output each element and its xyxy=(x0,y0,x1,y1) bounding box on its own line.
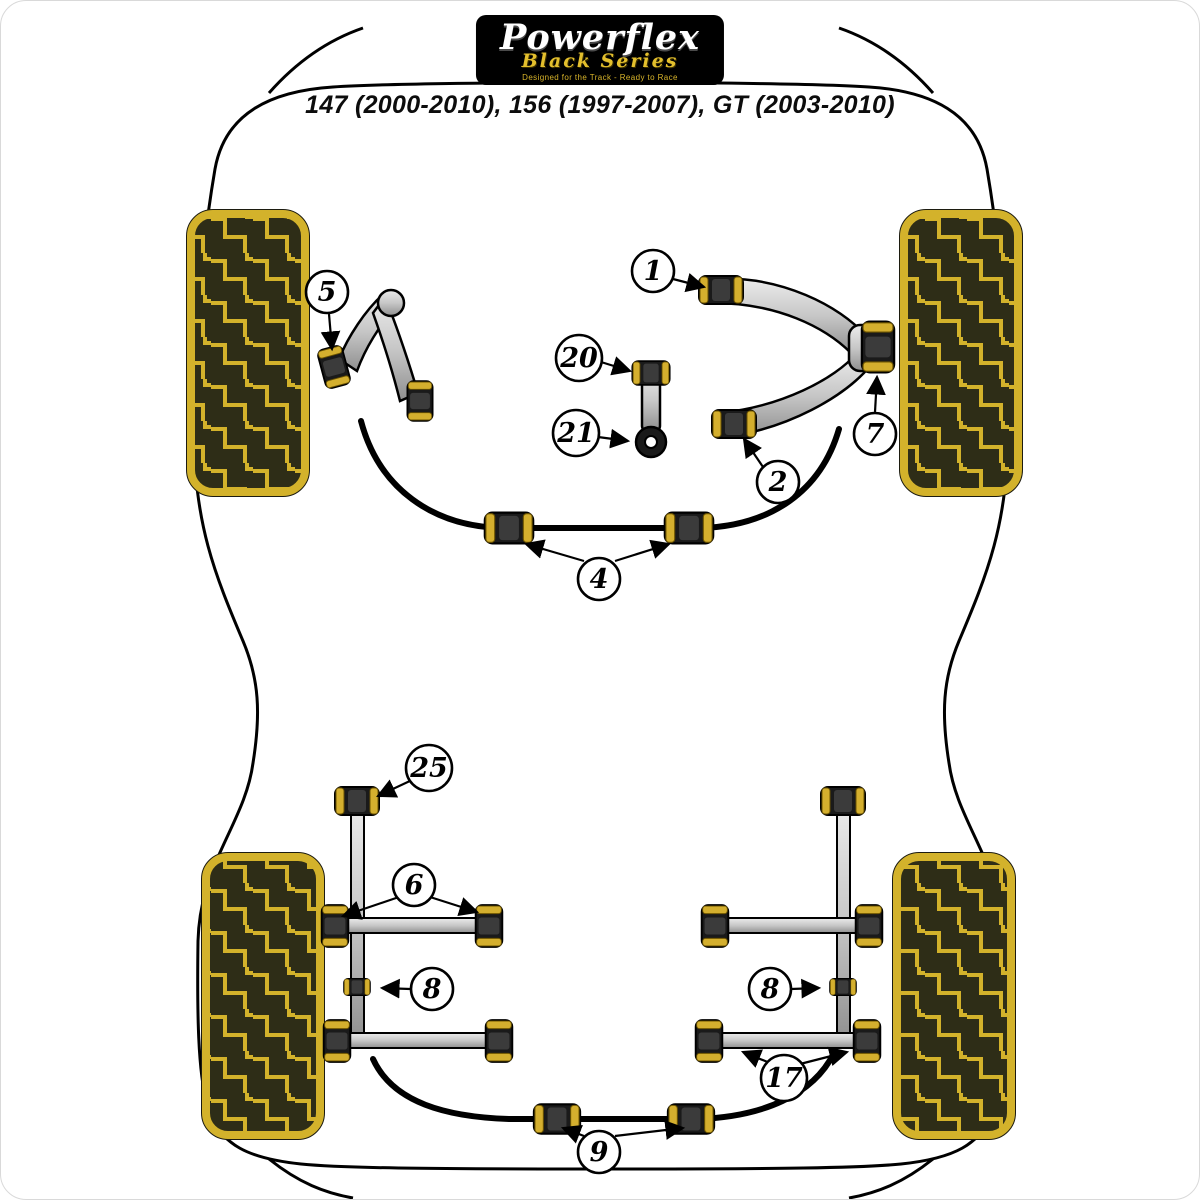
callout-20: 20 xyxy=(554,333,604,383)
callout-6: 6 xyxy=(391,862,437,908)
svg-text:1: 1 xyxy=(644,256,663,287)
front-right-wishbone xyxy=(698,275,896,439)
rear-left-top-bush xyxy=(334,786,380,816)
rear-right-fender-line xyxy=(848,1157,934,1199)
rear-right-links xyxy=(694,786,884,1063)
callout-25: 25 xyxy=(404,743,454,793)
powerflex-logo: Powerflex Black Series Designed for the … xyxy=(475,15,725,85)
front-right-knuckle-bush xyxy=(860,320,896,374)
callout-2: 2 xyxy=(755,459,801,505)
logo-tagline: Designed for the Track - Ready to Race xyxy=(522,73,678,82)
callout-4: 4 xyxy=(576,556,622,602)
svg-text:5: 5 xyxy=(318,277,337,308)
front-upper-arm-front-bush xyxy=(698,275,744,305)
callout-8-left: 8 xyxy=(409,966,455,1012)
callout-1: 1 xyxy=(630,248,676,294)
callout-leader-arrows xyxy=(320,273,886,1144)
svg-text:6: 6 xyxy=(405,870,424,901)
rear-left-upper-arm-outer-bush xyxy=(474,904,504,948)
rear-right-upper-arm-inner-bush xyxy=(700,904,730,948)
rear-left-lower-arm-inner-bush xyxy=(322,1019,352,1063)
front-left-fender-line xyxy=(267,26,364,94)
front-left-rear-bush xyxy=(406,380,434,422)
powerflex-wordmark: Powerflex xyxy=(499,17,701,58)
svg-text:17: 17 xyxy=(765,1063,803,1094)
svg-text:20: 20 xyxy=(559,343,598,374)
front-anti-roll-bar xyxy=(358,418,842,545)
tire-front-left xyxy=(186,209,310,497)
rear-left-upper-arm-inner-bush xyxy=(320,904,350,948)
rear-arb-bush-left xyxy=(532,1103,582,1135)
rear-right-top-bush xyxy=(820,786,866,816)
svg-text:2: 2 xyxy=(768,467,788,498)
callout-5: 5 xyxy=(304,269,350,315)
front-upper-arm-rear-bush xyxy=(711,409,757,439)
svg-text:4: 4 xyxy=(590,564,609,595)
vehicle-fitment-title: 147 (2000-2010), 156 (1997-2007), GT (20… xyxy=(305,91,895,119)
svg-text:7: 7 xyxy=(866,419,885,450)
front-arb-bush-right xyxy=(663,511,715,545)
front-left-wishbone xyxy=(315,288,434,422)
rear-right-upper-arm-outer-bush xyxy=(854,904,884,948)
link-top-bush xyxy=(631,360,671,386)
rear-left-links xyxy=(320,786,514,1063)
tire-rear-left xyxy=(201,852,325,1140)
rear-right-lower-arm-inner-bush xyxy=(694,1019,724,1063)
front-center-link xyxy=(631,360,671,459)
front-right-fender-line xyxy=(838,26,935,94)
callout-9: 9 xyxy=(576,1129,622,1175)
svg-text:9: 9 xyxy=(590,1137,609,1168)
callout-8-right: 8 xyxy=(747,966,793,1012)
rear-left-fender-line xyxy=(268,1157,354,1199)
tire-front-right xyxy=(899,209,1023,497)
svg-text:8: 8 xyxy=(422,974,442,1005)
black-series-label: Black Series xyxy=(521,50,679,72)
rear-left-small-bush xyxy=(343,977,371,997)
tire-rear-right xyxy=(892,852,1016,1140)
rear-left-lower-arm-outer-bush xyxy=(484,1019,514,1063)
front-arb-bush-left xyxy=(483,511,535,545)
svg-text:25: 25 xyxy=(409,753,448,784)
svg-text:21: 21 xyxy=(556,418,595,449)
callout-17: 17 xyxy=(759,1053,809,1103)
rear-right-lower-arm-outer-bush xyxy=(852,1019,882,1063)
rear-right-small-bush xyxy=(829,977,857,997)
callout-21: 21 xyxy=(551,408,601,458)
svg-text:8: 8 xyxy=(760,974,780,1005)
callout-7: 7 xyxy=(852,411,898,457)
